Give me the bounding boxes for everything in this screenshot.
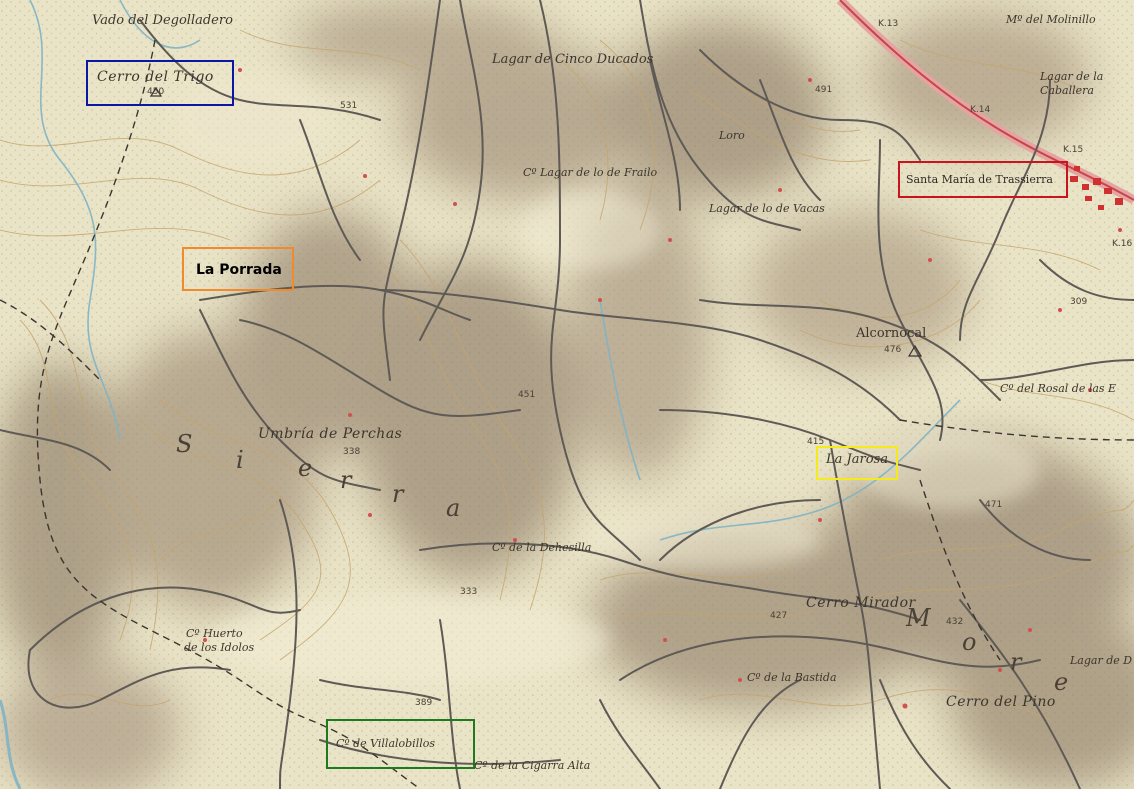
label-morena-letter: o bbox=[962, 628, 978, 656]
elevation-label: 309 bbox=[1070, 297, 1088, 307]
label-lagar-cinco-ducados: Lagar de Cinco Ducados bbox=[492, 52, 654, 67]
rivers bbox=[0, 0, 961, 789]
elevation-label: 491 bbox=[815, 85, 833, 95]
highlight-box-la-porrada[interactable]: La Porrada bbox=[182, 247, 294, 291]
highlight-box-santa-maria[interactable] bbox=[898, 161, 1068, 198]
label-sierra-letter: r bbox=[392, 480, 405, 508]
elevation-label: 338 bbox=[343, 447, 361, 457]
label-villalobillos: Cº de Villalobillos bbox=[336, 737, 435, 750]
label-sierra-letter: r bbox=[340, 466, 353, 494]
geodesic-markers bbox=[149, 86, 923, 357]
road-km-label: K.13 bbox=[878, 19, 899, 29]
label-rosal: Cº del Rosal de las E bbox=[1000, 382, 1117, 395]
road-km-label: K.16 bbox=[1112, 239, 1133, 249]
road-km-label: K.14 bbox=[970, 105, 991, 115]
elevation-label: 333 bbox=[460, 587, 478, 597]
label-huerto-1: Cº Huerto bbox=[186, 627, 243, 640]
highlight-box-villalobillos[interactable] bbox=[326, 719, 475, 769]
label-morena-letter: r bbox=[1010, 648, 1023, 676]
elevation-label: 415 bbox=[807, 437, 825, 447]
relief-highlights bbox=[170, 70, 1040, 685]
label-lagar-caballera: Lagar de la Caballera bbox=[1040, 70, 1104, 97]
main-road bbox=[836, 0, 1134, 204]
label-alcornocal-elevation: 476 bbox=[884, 345, 902, 355]
label-sierra-letter: a bbox=[446, 494, 462, 522]
label-sierra-letter: S bbox=[176, 430, 194, 458]
label-cerro-trigo-elevation: 450 bbox=[147, 87, 165, 97]
label-lagar-right: Lagar de D bbox=[1070, 654, 1133, 667]
village-cluster bbox=[1070, 166, 1123, 210]
la-porrada-label: La Porrada bbox=[196, 262, 282, 278]
label-cigarra-alta: Cº de la Cigarra Alta bbox=[474, 759, 591, 772]
label-sierra-letter: i bbox=[236, 446, 245, 474]
label-cerro-mirador: Cerro Mirador bbox=[806, 595, 916, 611]
label-alcornocal: Alcornocal bbox=[856, 326, 927, 341]
label-huerto-2: de los Idolos bbox=[184, 641, 255, 654]
elevation-label: 389 bbox=[415, 698, 433, 708]
highlight-box-cerro-trigo[interactable] bbox=[86, 60, 234, 106]
contour-lines bbox=[0, 29, 1134, 721]
label-cerro-trigo: Cerro del Trigo bbox=[97, 69, 214, 85]
elevation-label: 432 bbox=[946, 617, 964, 627]
road-km-label: K.15 bbox=[1063, 145, 1084, 155]
label-umbria-perchas: Umbría de Perchas bbox=[258, 426, 403, 442]
label-molinillo: Mº del Molinillo bbox=[1006, 13, 1096, 26]
label-dehesilla: Cº de la Dehesilla bbox=[492, 541, 592, 554]
elevation-label: 451 bbox=[518, 390, 536, 400]
label-la-jarosa: La Jarosa bbox=[826, 452, 888, 467]
elevation-label: 427 bbox=[770, 611, 788, 621]
label-morena-letter: M bbox=[906, 604, 932, 632]
label-sierra-letter: e bbox=[298, 454, 314, 482]
label-lagar-frailo: Cº Lagar de lo de Frailo bbox=[523, 166, 658, 179]
building-marks bbox=[203, 68, 1122, 709]
label-vado-degolladero: Vado del Degolladero bbox=[92, 13, 233, 28]
elevation-label: 531 bbox=[340, 101, 358, 111]
label-morena-letter: e bbox=[1054, 668, 1070, 696]
label-santa-maria-trassierra: Santa María de Trassierra bbox=[906, 173, 1053, 186]
label-loro: Loro bbox=[719, 129, 745, 142]
highlight-box-la-jarosa[interactable] bbox=[816, 446, 898, 480]
label-bastida: Cº de la Bastida bbox=[747, 671, 837, 684]
dashed-boundaries bbox=[0, 39, 1134, 789]
label-lagar-vacas: Lagar de lo de Vacas bbox=[709, 202, 825, 215]
label-cerro-pino: Cerro del Pino bbox=[946, 694, 1056, 710]
elevation-label: 471 bbox=[985, 500, 1003, 510]
